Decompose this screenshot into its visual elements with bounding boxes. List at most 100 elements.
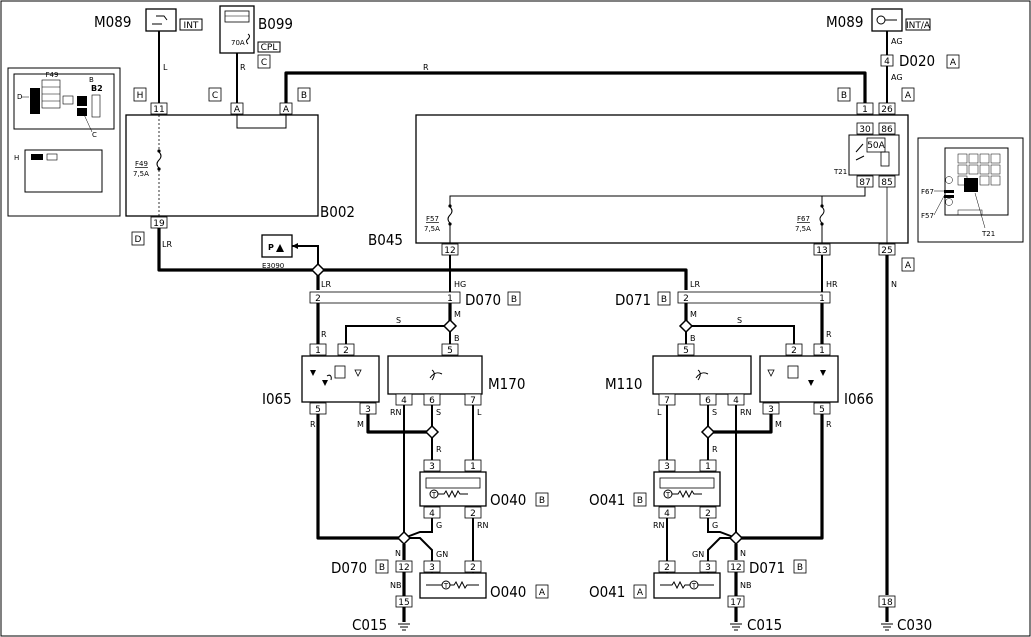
i065-pin-3: 3	[365, 405, 371, 415]
wire-nb-left-label: NB	[390, 581, 401, 590]
relay-pin-30: 30	[859, 125, 871, 135]
inset-left-f49-label: F49	[46, 71, 59, 79]
d071-bottom-connector: 12 D071 B	[727, 559, 807, 577]
i066-pin-3: 3	[768, 405, 774, 415]
o041-b-label: O041	[589, 491, 625, 509]
relay-pin-85: 85	[881, 178, 892, 188]
inset-left-fusebox: F49 B B2 D C H	[7, 67, 121, 217]
b002-box	[125, 114, 319, 217]
o041-b-component: 3 1 T 4 2 O041 B	[589, 459, 721, 519]
wire-r-i065-5-label: R	[310, 420, 316, 429]
d020-pin-4: 4	[884, 57, 890, 67]
ground-icon-c015-right	[730, 623, 742, 631]
wire-lr-to-d071	[318, 268, 688, 290]
wire-n-d070-label: N	[395, 549, 401, 558]
o041b-pin-3: 3	[664, 462, 670, 472]
b002-pin-a2: A	[283, 105, 290, 115]
d020-conn-a: A	[950, 58, 957, 68]
svg-text:P: P	[268, 243, 274, 252]
b045-pin-25: 25	[881, 246, 892, 256]
d070-top-conn-b: B	[511, 295, 517, 305]
inset-right-t21-label: T21	[981, 230, 995, 238]
wire-lr-b002-label: LR	[162, 240, 172, 249]
o041a-pin-2: 2	[664, 563, 670, 573]
b045-conn-a-top: A	[905, 91, 912, 101]
inset-left-c-label: C	[92, 131, 97, 139]
m110-pin-5: 5	[683, 346, 689, 356]
pin-17: 17	[730, 598, 741, 608]
o041b-pin-2: 2	[705, 509, 711, 519]
inset-right-fusebox: F67 F57 T21	[917, 137, 1024, 243]
relay-fuse-rating: 50A	[867, 141, 885, 151]
wire-g-o041-label: G	[712, 521, 718, 530]
wire-r-i066: R	[826, 330, 832, 339]
i066-pin-5: 5	[819, 405, 825, 415]
d070-bot-conn-b: B	[379, 563, 385, 573]
b045-f57-rating: 7,5A	[424, 225, 440, 233]
relay-t21-box	[848, 134, 900, 176]
d071-bot-conn-b: B	[797, 563, 803, 573]
wire-r-b099: R	[240, 63, 246, 72]
b045-f57-label: F57	[426, 215, 439, 223]
wire-l-m170-7-label: L	[477, 408, 482, 417]
wire-n-d071-label: N	[740, 549, 746, 558]
inset-left-d-label: D	[17, 93, 22, 101]
c030-label: C030	[897, 616, 932, 634]
b045-box	[415, 114, 909, 244]
svg-text:T: T	[665, 491, 671, 499]
m089-right-tag: INT/A	[906, 21, 931, 31]
inset-left-b-label: B	[89, 76, 94, 84]
e3090-label: E3090	[262, 262, 284, 270]
b045-conn-a-bot: A	[905, 261, 912, 271]
b045-pin-1: 1	[862, 105, 868, 115]
wire-s-m170-label: S	[436, 408, 441, 417]
wire-s-i065: S	[396, 316, 401, 325]
o041b-pin-4: 4	[664, 509, 670, 519]
b045-f67-label: F67	[797, 215, 810, 223]
m110-component: 5 7 6 4 M110	[605, 343, 752, 406]
i066-component: 2 1 3 5 I066	[759, 343, 874, 415]
wire-m-d071: M	[690, 310, 697, 319]
i065-label: I065	[262, 390, 292, 408]
wire-l-m089: L	[163, 63, 168, 72]
m170-label: M170	[488, 375, 525, 393]
o040-a-conn: A	[539, 588, 546, 598]
ground-icon-c030	[881, 623, 893, 631]
wire-lr-d070-label: LR	[321, 280, 331, 289]
wire-g-o040-label: G	[436, 521, 442, 530]
wire-gn-o041a-label: GN	[692, 550, 704, 559]
wire-r-i065: R	[321, 330, 327, 339]
o040a-pin-3: 3	[429, 563, 435, 573]
c015-left-label: C015	[352, 616, 387, 634]
wire-hg-label: HG	[454, 280, 466, 289]
b099-connector-c: C	[261, 58, 267, 68]
b099-component: 70A B099 CPL C R	[219, 5, 293, 103]
wire-l-m110-7-label: L	[657, 408, 662, 417]
i066-pin-2: 2	[791, 346, 797, 356]
svg-text:T: T	[443, 582, 449, 590]
relay-pin-87: 87	[859, 178, 870, 188]
wire-r-o041-label: R	[712, 445, 718, 454]
d070-top-pin-2: 2	[315, 294, 321, 304]
o041-a-component: 2 3 T O041 A	[589, 560, 721, 601]
i066-label: I066	[844, 390, 874, 408]
m110-pin-7: 7	[664, 396, 670, 406]
o040-b-conn: B	[539, 496, 545, 506]
wire-m-i065-3-label: M	[357, 420, 364, 429]
c015-right-label: C015	[747, 616, 782, 634]
m170-component: 5 4 6 7 M170	[387, 343, 525, 406]
wire-rn-o040-label: RN	[477, 521, 489, 530]
inset-left-b2-label: B2	[91, 84, 103, 93]
m089-left-tag: INT	[184, 21, 199, 31]
o040b-pin-3: 3	[429, 462, 435, 472]
wire-r-o040-label: R	[436, 445, 442, 454]
d071-top-connector: 2 1 D071 B	[615, 291, 831, 309]
b002-pin-11: 11	[153, 105, 164, 115]
o041-b-conn: B	[637, 496, 643, 506]
wire-s-i066: S	[737, 316, 742, 325]
b099-label: B099	[258, 15, 293, 33]
d070-top-connector: 2 1 D070 B	[309, 291, 521, 309]
o040a-pin-2: 2	[470, 563, 476, 573]
d020-label: D020	[899, 52, 935, 70]
i065-pin-2: 2	[343, 346, 349, 356]
